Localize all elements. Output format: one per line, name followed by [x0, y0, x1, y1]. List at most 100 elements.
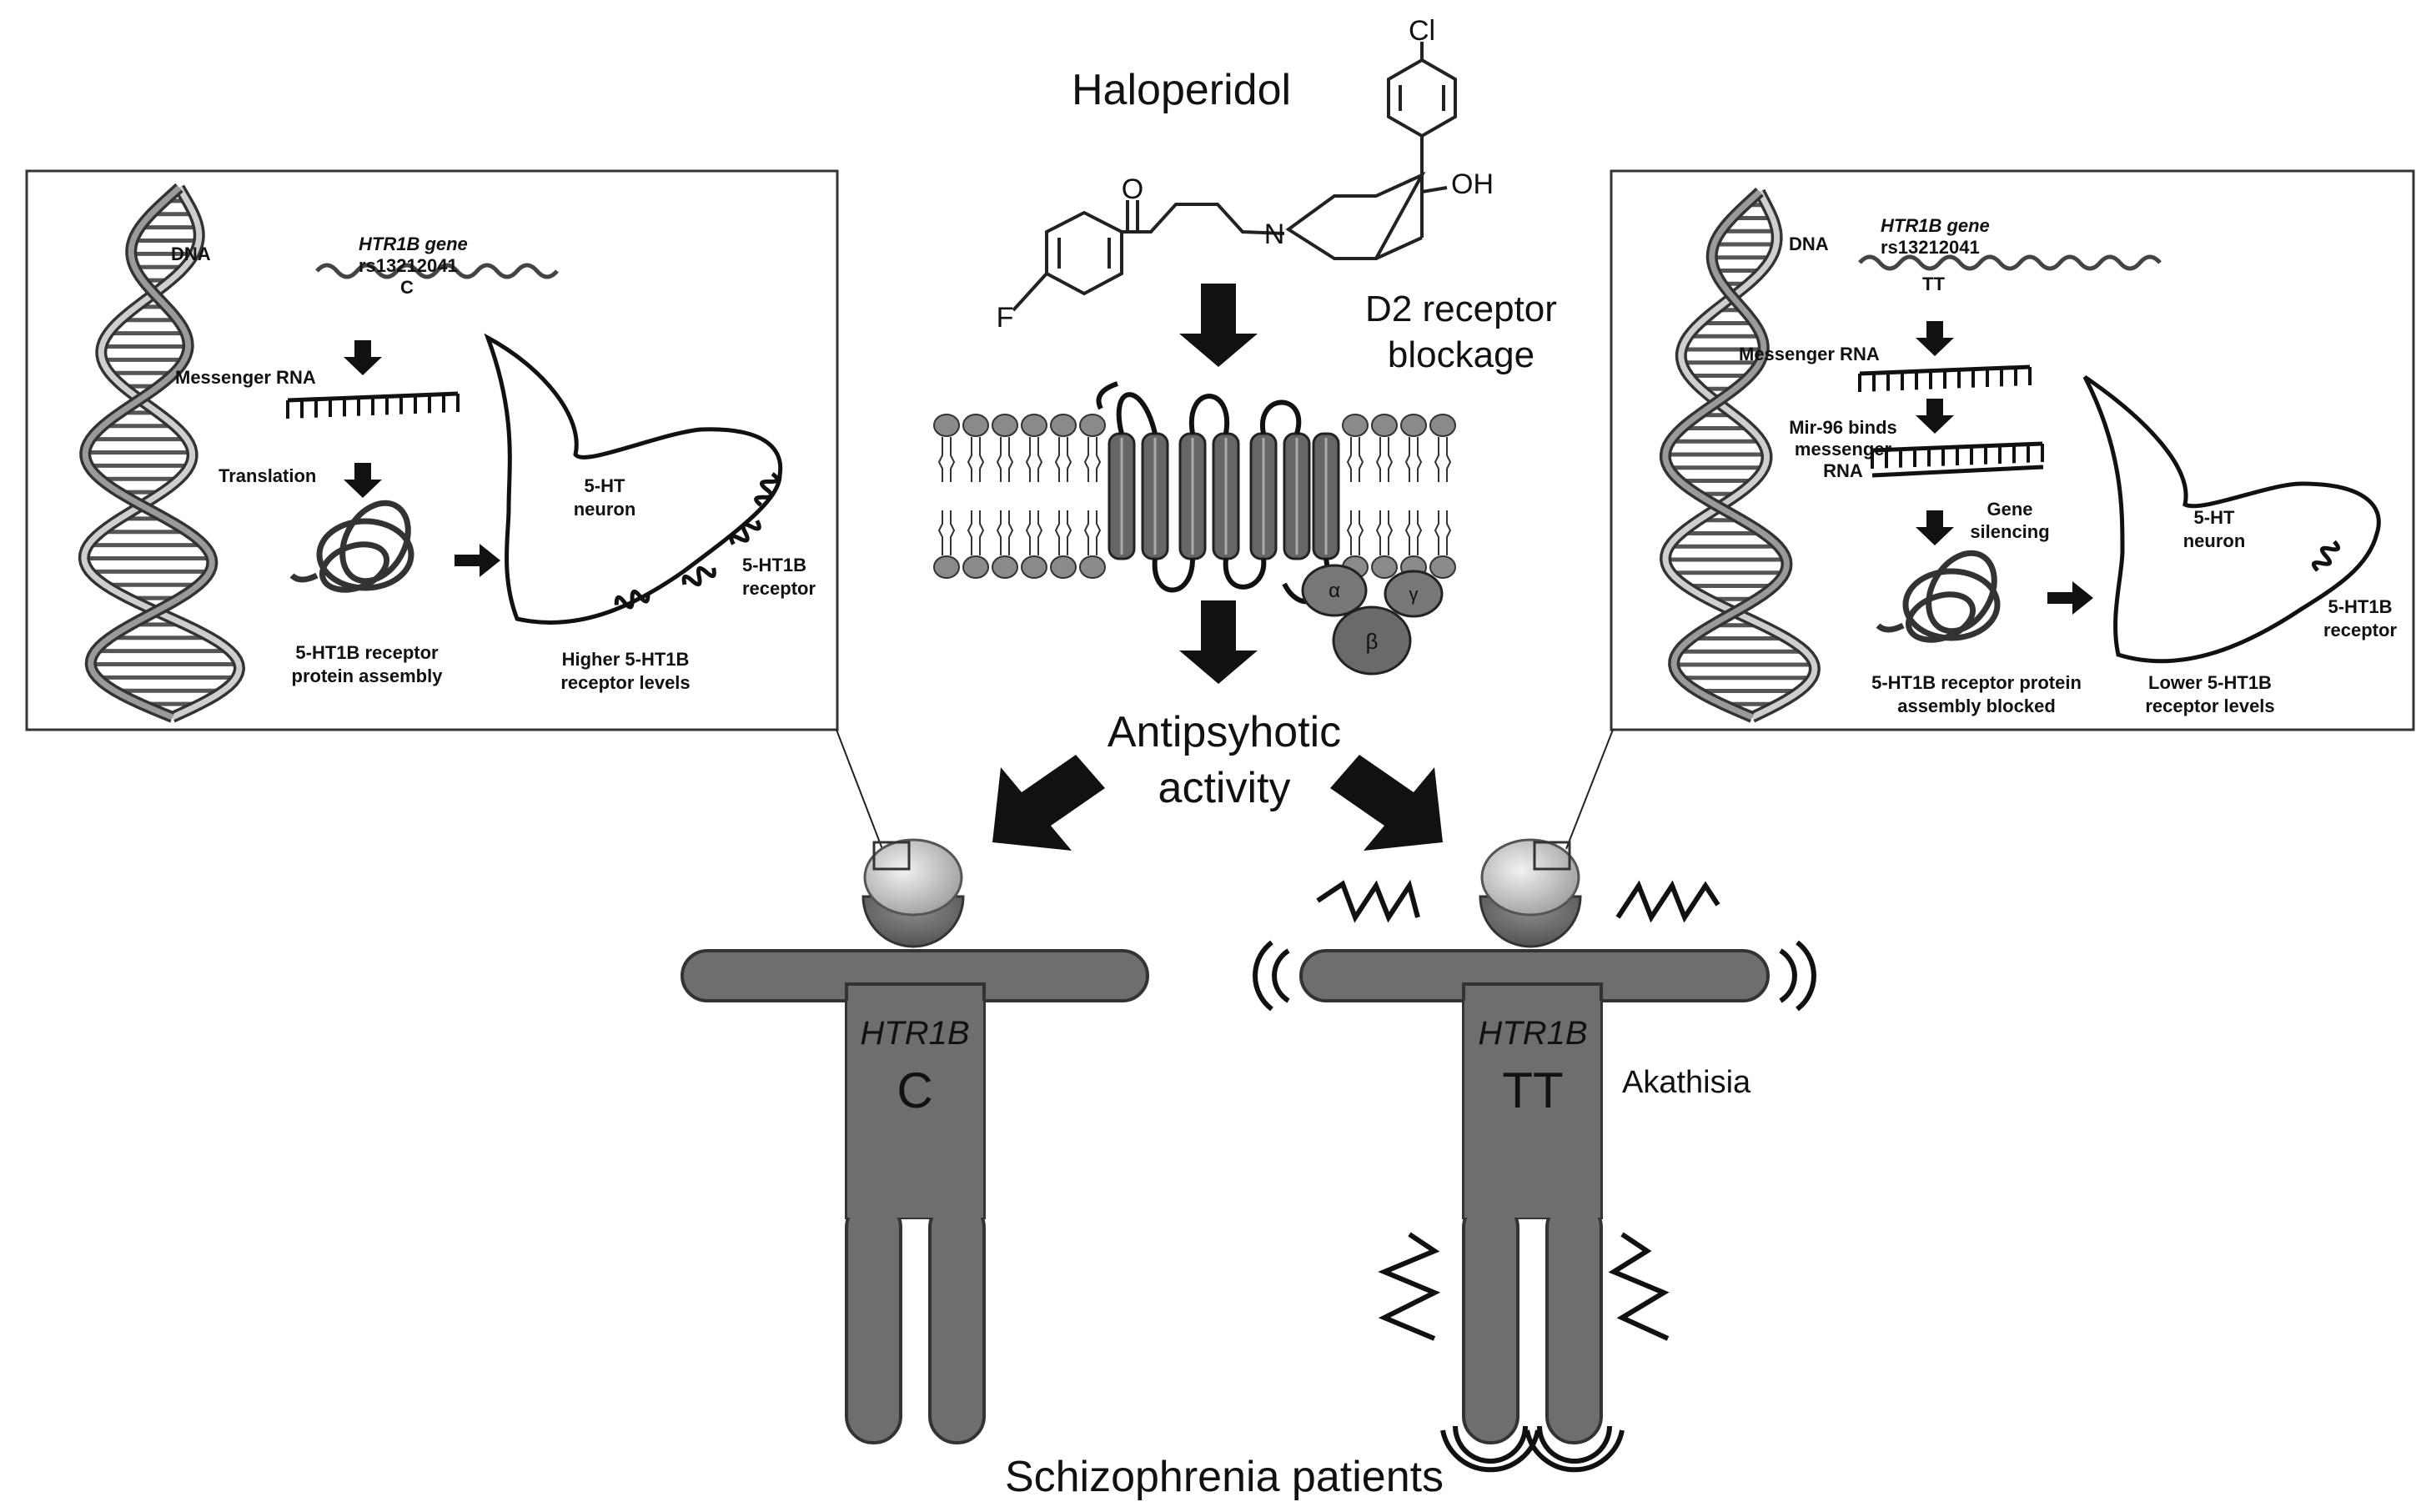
allele-label: C: [400, 277, 414, 298]
caption: Schizophrenia patients: [1005, 1453, 1444, 1501]
motion-arc-icon: [1272, 948, 1290, 1003]
effect-label: Akathisia: [1622, 1065, 1751, 1100]
down-arrow-icon: [344, 340, 382, 375]
g-gamma-label: γ: [1409, 584, 1419, 605]
mir-label-line1: Mir-96 binds: [1789, 417, 1897, 438]
patient-gene-label: HTR1B: [860, 1015, 969, 1052]
shake-zigzag-icon: [1608, 1232, 1670, 1341]
motion-arc-icon: [1440, 1429, 1540, 1473]
gene-label-line1: HTR1B gene: [1881, 215, 1990, 236]
down-arrow-icon: [344, 463, 382, 498]
gene-label-line2: rs13212041: [1881, 237, 1980, 258]
mir-label-line3: RNA: [1823, 460, 1863, 481]
g-protein: α γ β: [1301, 564, 1444, 676]
chlorine-atom: Cl: [1409, 15, 1435, 47]
motion-arc-icon: [1537, 1425, 1612, 1464]
mir-duplex: [1871, 441, 2044, 478]
translation-label: Translation: [218, 465, 316, 486]
receptor-coils: [2311, 540, 2341, 572]
protein-label-line2: assembly blocked: [1897, 696, 2056, 716]
neuron-outline: [484, 333, 783, 625]
silencing-label-line2: silencing: [1970, 521, 2049, 542]
gene-label-line2: rs13212041: [359, 255, 458, 276]
mrna-strand: [1858, 364, 2032, 392]
silencing-label-line1: Gene: [1987, 499, 2032, 520]
right-arrow-icon: [2047, 581, 2093, 615]
receptor-label-line1: 5-HT1B: [2328, 596, 2392, 617]
motion-arc-icon: [1524, 1429, 1625, 1473]
activity-label-line2: activity: [1158, 764, 1291, 812]
right-gene-expression-panel: DNA HTR1B gene rs13212041 TT Messenger R…: [1610, 169, 2415, 731]
receptor-label-line2: receptor: [742, 578, 816, 599]
fluorine-atom: F: [997, 302, 1014, 334]
brain-icon: [1480, 838, 1580, 917]
left-gene-expression-panel: DNA HTR1B gene rs13212041 C Messenger RN…: [25, 169, 839, 731]
receptor-label-line1: D2 receptor: [1365, 289, 1557, 329]
nitrogen-atom: N: [1264, 219, 1285, 250]
motion-arc-icon: [1779, 948, 1797, 1003]
left-patient-figure: HTR1B C: [681, 838, 1149, 1444]
gene-strand: [1858, 254, 2162, 271]
protein-blob: [289, 500, 414, 593]
protein-label-line2: protein assembly: [292, 666, 444, 686]
neuron-label-line1: 5-HT: [585, 475, 625, 496]
receptor-label-line2: blockage: [1388, 334, 1534, 375]
dna-helix: [1659, 187, 1821, 723]
g-beta-label: β: [1366, 629, 1379, 654]
shake-zigzag-icon: [1316, 879, 1420, 923]
carbonyl-oxygen: O: [1122, 173, 1143, 205]
allele-label: TT: [1922, 274, 1945, 294]
shake-zigzag-icon: [1615, 880, 1720, 923]
levels-label-line2: receptor levels: [560, 672, 690, 693]
shake-zigzag-icon: [1378, 1232, 1441, 1341]
gene-label-line1: HTR1B gene: [359, 234, 468, 254]
protein-blob: [1876, 550, 2001, 643]
down-arrow-icon: [1916, 399, 1954, 434]
brain-icon: [863, 838, 963, 917]
drug-name: Haloperidol: [1072, 66, 1291, 114]
neuron-label-line2: neuron: [574, 499, 636, 520]
mrna-strand: [286, 391, 460, 419]
dna-helix: [78, 183, 245, 723]
cell-membrane: [933, 381, 1456, 605]
levels-label-line1: Lower 5-HT1B: [2148, 672, 2272, 693]
neuron-label-line1: 5-HT: [2194, 507, 2235, 528]
down-arrow-icon: [1179, 600, 1258, 684]
callout-line: [1565, 729, 1614, 850]
patient-genotype-label: TT: [1502, 1062, 1563, 1118]
patient-genotype-label: C: [897, 1062, 932, 1118]
down-arrow-icon: [1179, 284, 1258, 367]
callout-line: [836, 729, 883, 850]
right-patient-figure: HTR1B TT Akathisia: [1253, 838, 1816, 1473]
receptor-label-line1: 5-HT1B: [742, 555, 806, 575]
levels-label-line1: Higher 5-HT1B: [562, 649, 690, 670]
butyl-chain: [1122, 203, 1285, 235]
activity-label-line1: Antipsyhotic: [1108, 708, 1341, 756]
protein-label-line1: 5-HT1B receptor: [295, 642, 439, 663]
motion-arc-icon: [1253, 940, 1273, 1012]
dna-label: DNA: [1789, 234, 1829, 254]
mrna-label: Messenger RNA: [1739, 344, 1880, 364]
motion-arc-icon: [1453, 1425, 1528, 1464]
down-arrow-icon: [1916, 510, 1954, 545]
right-arrow-icon: [455, 544, 500, 577]
arrow-to-right-patient-icon: [1330, 755, 1443, 851]
motion-arc-icon: [1796, 940, 1816, 1012]
neuron-outline: [2082, 374, 2381, 664]
protein-label-line1: 5-HT1B receptor protein: [1871, 672, 2082, 693]
receptor-coils: [614, 472, 780, 610]
g-alpha-label: α: [1329, 580, 1340, 602]
receptor-label-line2: receptor: [2323, 620, 2397, 640]
haloperidol-structure: Haloperidol Cl OH O N F: [997, 15, 1494, 334]
neuron-label-line2: neuron: [2183, 530, 2246, 551]
dna-label: DNA: [171, 244, 211, 264]
hydroxyl-group: OH: [1451, 168, 1494, 200]
arrow-to-left-patient-icon: [992, 755, 1105, 851]
fluorophenyl-ring: [1045, 210, 1123, 296]
gene-strand: [315, 263, 559, 279]
patient-gene-label: HTR1B: [1478, 1015, 1587, 1052]
levels-label-line2: receptor levels: [2145, 696, 2274, 716]
down-arrow-icon: [1916, 321, 1954, 356]
mrna-label: Messenger RNA: [175, 367, 316, 388]
